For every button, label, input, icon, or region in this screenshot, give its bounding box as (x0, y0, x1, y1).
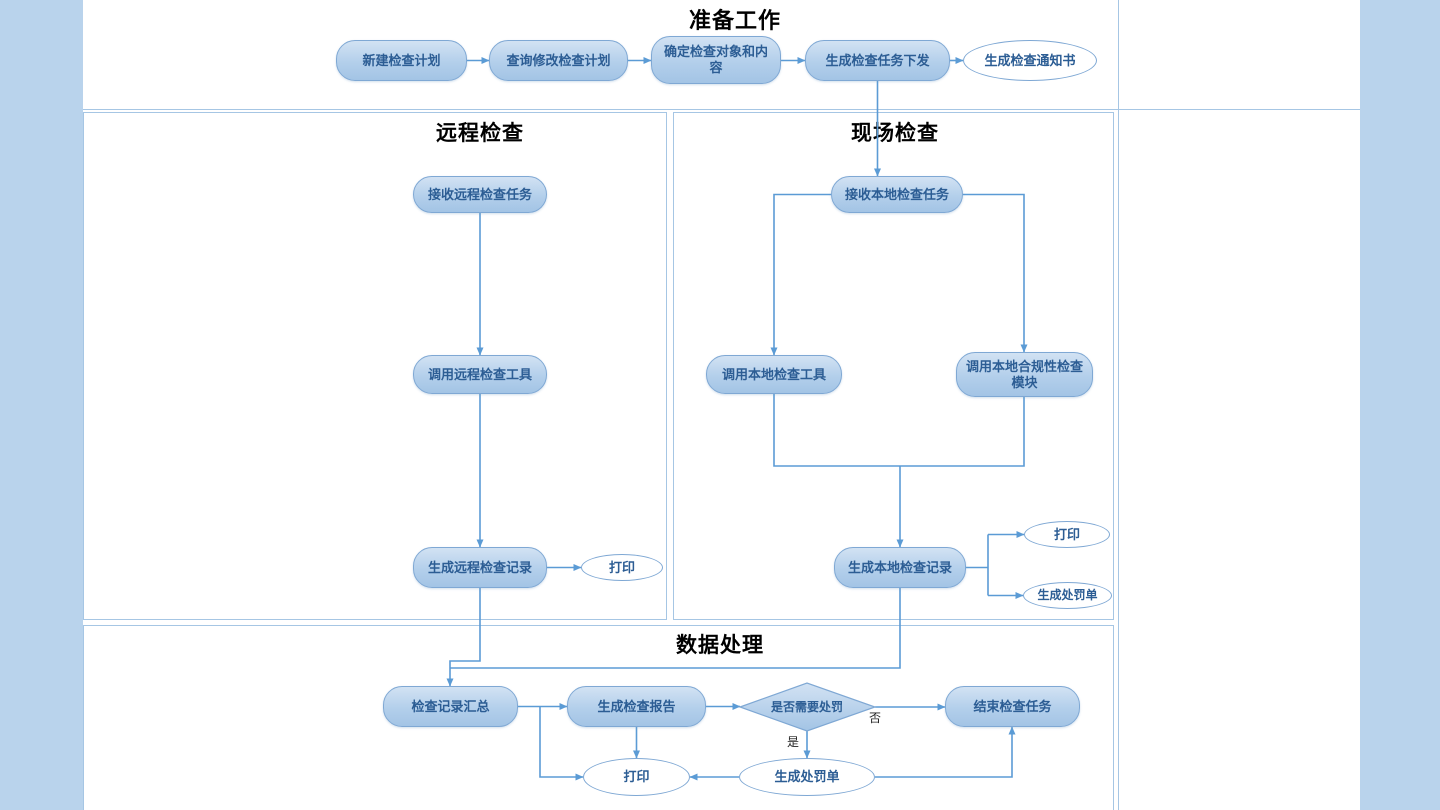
section-title-data: 数据处理 (676, 634, 764, 657)
section-title-prep: 准备工作 (688, 8, 782, 33)
node-need-penalty: 是否需要处罚 (770, 699, 843, 714)
node-recv-local-task: 接收本地检查任务 (831, 176, 963, 213)
node-gen-local-record: 生成本地检查记录 (834, 547, 966, 588)
node-end-task: 结束检查任务 (945, 686, 1080, 727)
right-column-divider (1118, 0, 1119, 810)
node-record-summary: 检查记录汇总 (383, 686, 518, 727)
prep-section-divider (83, 109, 1360, 110)
left-margin-bar (0, 0, 83, 810)
node-new-plan: 新建检查计划 (336, 40, 467, 81)
node-call-remote-tool: 调用远程检查工具 (413, 355, 547, 394)
node-gen-remote-record: 生成远程检查记录 (413, 547, 547, 588)
node-generate-notice: 生成检查通知书 (963, 40, 1097, 81)
node-call-local-tool: 调用本地检查工具 (706, 355, 842, 394)
node-generate-task: 生成检查任务下发 (805, 40, 950, 81)
node-gen-penalty-local: 生成处罚单 (1023, 582, 1112, 609)
node-call-local-compliance: 调用本地合规性检查模块 (956, 352, 1093, 397)
right-margin-bar (1360, 0, 1440, 810)
section-title-onsite: 现场检查 (851, 122, 939, 145)
edge-label-no: 否 (869, 711, 882, 725)
section-title-remote: 远程检查 (436, 122, 524, 145)
node-print-local: 打印 (1024, 521, 1110, 548)
edge-label-yes: 是 (787, 735, 800, 749)
node-print-data: 打印 (583, 758, 690, 796)
node-determine-target: 确定检查对象和内容 (651, 36, 781, 84)
node-recv-remote-task: 接收远程检查任务 (413, 176, 547, 213)
node-print-remote: 打印 (581, 554, 663, 581)
remote-section-box (83, 112, 667, 620)
node-query-modify-plan: 查询修改检查计划 (489, 40, 628, 81)
node-gen-report: 生成检查报告 (567, 686, 706, 727)
node-gen-penalty: 生成处罚单 (739, 758, 875, 796)
